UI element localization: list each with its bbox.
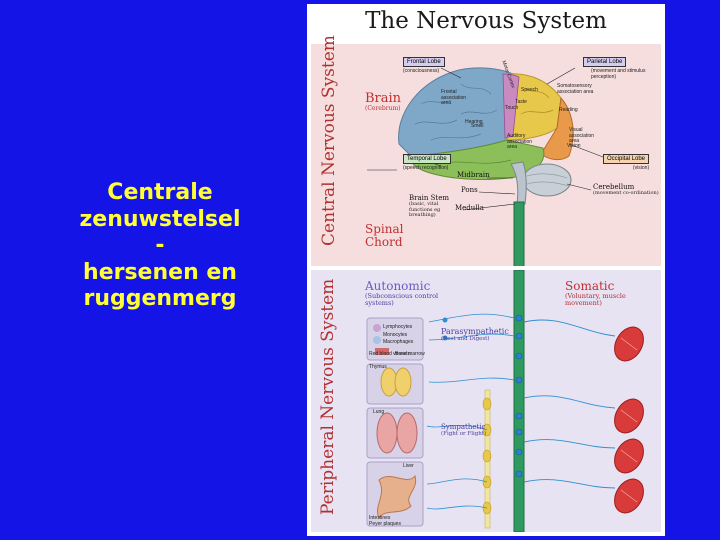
- brain-stem-label: Brain Stem (basic, vital functions eg br…: [409, 194, 450, 219]
- autonomic-label: Autonomic (Subconscious control systems): [365, 279, 439, 307]
- brain-stem-shape: [510, 161, 527, 205]
- organ-bone-marrow: Bone marrow: [395, 351, 425, 357]
- area-somatosensory: Somatosensory association area: [557, 83, 594, 95]
- area-touch: Touch: [505, 105, 519, 111]
- pns-illustration: [366, 270, 644, 532]
- lungs-icon: [376, 412, 418, 454]
- area-taste: Taste: [515, 99, 527, 105]
- organ-red-blood-vessels: Red blood vessels: [369, 351, 410, 357]
- caption-line-2: zenuwstelsel: [79, 206, 241, 232]
- area-hearing: Hearing: [465, 119, 483, 125]
- thymus-icon: [380, 367, 412, 397]
- nervous-system-poster: The Nervous System Central Nervous Syste…: [307, 4, 665, 536]
- midbrain-label: Midbrain: [457, 171, 490, 179]
- area-vision: Vision: [567, 143, 581, 149]
- pons-label: Pons: [461, 186, 478, 194]
- area-frontal-association: Frontal association area: [441, 89, 467, 106]
- frontal-lobe-sub: (consciousness): [403, 68, 440, 74]
- temporal-lobe-sub: (speech recognition): [403, 165, 449, 171]
- spinal-cord-shape: [513, 201, 525, 266]
- caption-line-1: Centrale: [107, 180, 213, 205]
- frontal-lobe-label: Frontal Lobe: [403, 57, 445, 67]
- organ-liver: Liver: [403, 463, 414, 469]
- cerebellum-shape: [522, 163, 572, 197]
- sympathetic-label: Sympathetic (Fight or Flight): [441, 423, 487, 438]
- caption-line-4: hersenen en: [83, 259, 237, 285]
- slide-caption: Centrale zenuwstelsel - hersenen en rugg…: [40, 180, 280, 313]
- organ-macrophages: Macrophages: [383, 339, 414, 345]
- intestines-icon: [377, 474, 417, 520]
- organ-lung: Lung: [373, 409, 385, 415]
- caption-line-5: ruggenmerg: [83, 286, 237, 311]
- area-reading: Reading: [559, 107, 578, 113]
- brain-illustration: [367, 67, 612, 266]
- occipital-lobe-sub: (vision): [633, 165, 650, 171]
- spinal-cord-lower: [513, 270, 525, 532]
- cns-panel: Central Nervous System Brain (Cerebrum) …: [311, 35, 661, 266]
- area-auditory-association: Auditory association area: [507, 133, 533, 150]
- motor-cortex-shape: [502, 73, 520, 139]
- poster-title: The Nervous System: [365, 8, 607, 34]
- organ-thymus: Thymus: [369, 364, 387, 370]
- parietal-lobe-label: Parietal Lobe: [583, 57, 627, 67]
- organ-monocytes: Monocytes: [383, 332, 408, 338]
- occipital-lobe-label: Occipital Lobe: [603, 154, 650, 164]
- cerebellum-label: Cerebellum (movement co-ordination): [593, 183, 659, 197]
- caption-line-3: -: [155, 233, 165, 258]
- pns-panel: Peripheral Nervous System Autonomic (Sub…: [311, 270, 661, 532]
- brain-label: Brain (Cerebrum): [365, 91, 402, 112]
- spinal-chord-label: Spinal Chord: [365, 222, 404, 249]
- muscle-icons: [614, 326, 644, 514]
- area-visual-association: Visual association area: [569, 127, 595, 144]
- area-smell: Smell: [471, 123, 484, 129]
- organ-lymphocytes: Lymphocytes: [383, 324, 413, 330]
- parasympathetic-label: Parasympathetic (Rest and Digest): [441, 327, 509, 343]
- temporal-lobe-label: Temporal Lobe: [403, 154, 451, 164]
- area-speech: Speech: [521, 87, 538, 93]
- medulla-label: Medulla: [455, 204, 484, 212]
- organ-peyer-plaques: Peyer plaques: [369, 521, 401, 527]
- parietal-lobe-sub: (movement and stimulus perception): [591, 68, 646, 80]
- somatic-label: Somatic (Voluntary, muscle movement): [565, 279, 626, 307]
- immune-cells-icon: [373, 324, 389, 355]
- organ-intestines: Intestines: [369, 515, 391, 521]
